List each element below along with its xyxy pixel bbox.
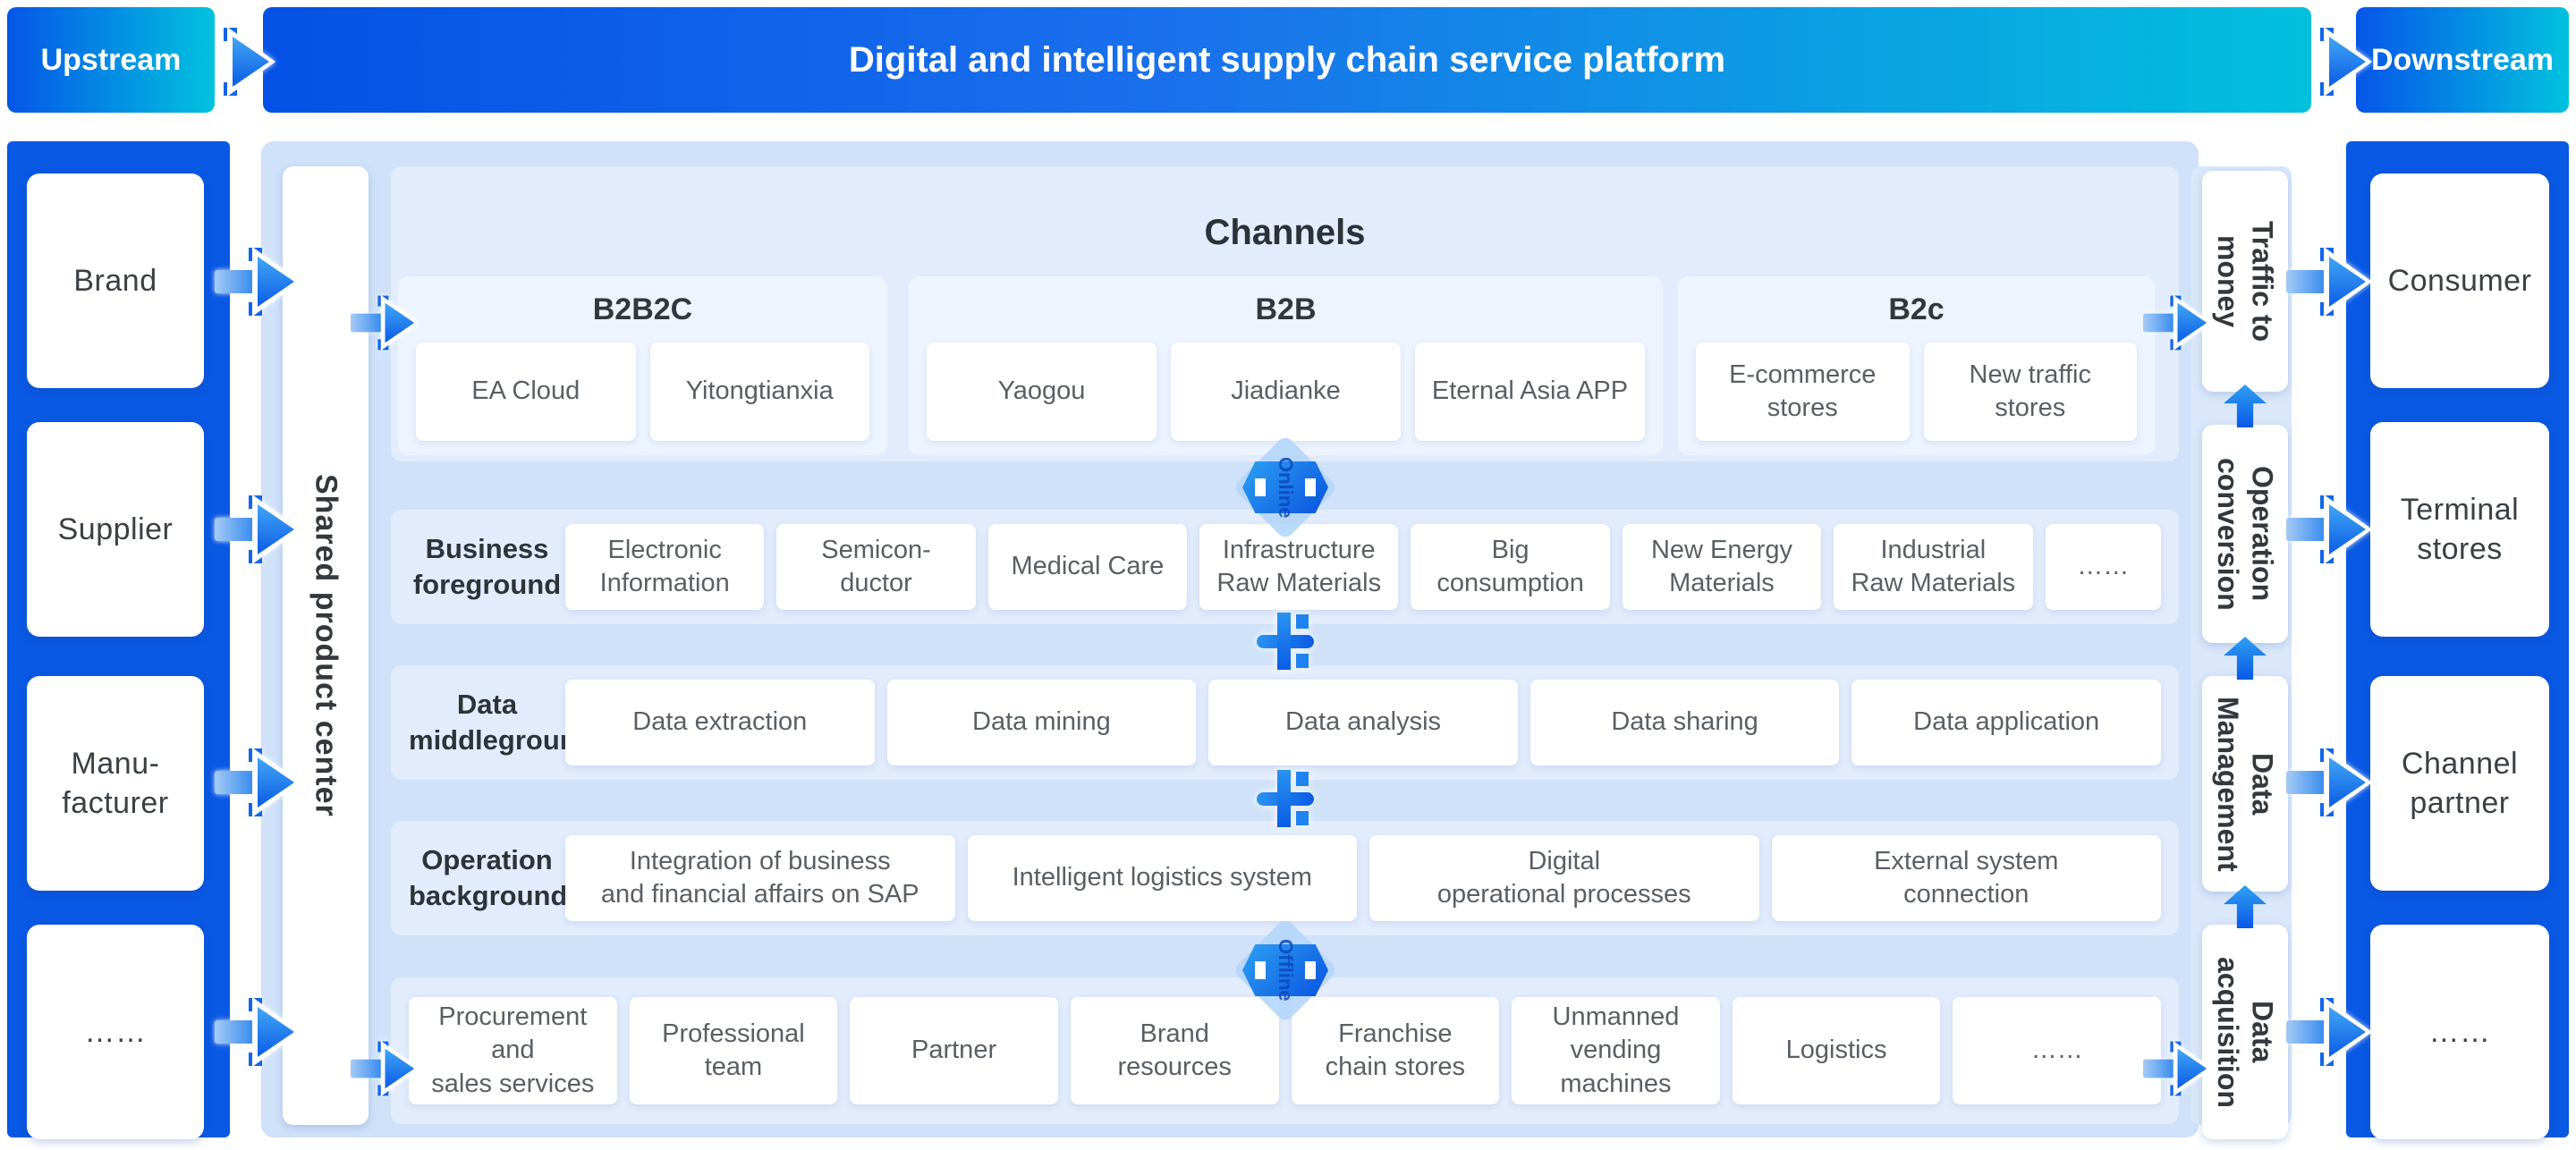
row-card-more: …… xyxy=(1953,997,2161,1104)
row-card: Logistics xyxy=(1732,997,1941,1104)
bar-data-acquisition: Data acquisition xyxy=(2202,925,2288,1139)
channels-title: Channels xyxy=(1204,213,1366,252)
group-label: B2B xyxy=(1255,292,1317,326)
row-card: Integration of business and financial af… xyxy=(565,835,955,921)
plus-connector-icon xyxy=(1257,770,1314,827)
row-label: Data middleground xyxy=(409,688,594,756)
row-label: Operation background xyxy=(409,843,568,911)
channel-card: Yaogou xyxy=(927,342,1157,441)
row-card: Industrial Raw Materials xyxy=(1834,524,2033,610)
left-card-supplier: Supplier xyxy=(27,422,204,637)
arrow-right-icon xyxy=(190,27,275,97)
channel-group-b2b2c: B2B2C EA Cloud Yitongtianxia xyxy=(398,276,887,455)
row-card: Medical Care xyxy=(987,524,1188,610)
platform-title: Digital and intelligent supply chain ser… xyxy=(848,39,1726,80)
group-label: B2B2C xyxy=(592,292,693,326)
arrow-right-icon xyxy=(215,997,301,1067)
arrow-right-icon xyxy=(351,294,419,351)
offline-connector-icon: Offline xyxy=(1232,917,1339,1024)
left-card-manufacturer: Manu- facturer xyxy=(27,676,204,891)
row-card: Data extraction xyxy=(565,680,875,765)
arrow-right-icon xyxy=(215,748,301,817)
channel-group-b2b: B2B Yaogou Jiadianke Eternal Asia APP xyxy=(909,276,1663,455)
row-card: Unmanned vending machines xyxy=(1512,997,1720,1104)
row-card: Data mining xyxy=(886,680,1197,765)
bar-traffic-to-money: Traffic to money xyxy=(2202,171,2288,392)
arrow-right-icon xyxy=(2143,1040,2212,1097)
channel-card: Jiadianke xyxy=(1171,342,1401,441)
right-card-more: …… xyxy=(2370,925,2549,1139)
row-card: Professional team xyxy=(629,997,838,1104)
row-label: Business foreground xyxy=(412,532,562,600)
row-card: External system connection xyxy=(1771,835,2161,921)
channel-card: E-commerce stores xyxy=(1696,342,1910,441)
row-card: Data sharing xyxy=(1530,680,1840,765)
group-label: B2c xyxy=(1888,292,1945,326)
right-card-consumer: Consumer xyxy=(2370,173,2549,388)
channel-group-b2c: B2c E-commerce stores New traffic stores xyxy=(1678,276,2155,455)
row-data-middleground: Data middleground Data extraction Data m… xyxy=(391,665,2179,780)
online-connector-icon: Online xyxy=(1232,434,1339,541)
arrow-right-icon xyxy=(215,495,301,564)
row-card: Data analysis xyxy=(1208,680,1518,765)
row-card: Semicon- ductor xyxy=(776,524,976,610)
arrow-right-icon xyxy=(2286,748,2372,817)
arrow-right-icon xyxy=(2143,294,2212,351)
row-card: Big consumption xyxy=(1411,524,1610,610)
row-card: New Energy Materials xyxy=(1622,524,1822,610)
downstream-label: Downstream xyxy=(2370,42,2555,77)
row-card: Intelligent logistics system xyxy=(967,835,1357,921)
upstream-label: Upstream xyxy=(40,42,182,77)
shared-product-center-bar: Shared product center xyxy=(283,166,369,1125)
arrow-right-icon xyxy=(215,247,301,317)
channel-card: Eternal Asia APP xyxy=(1415,342,1645,441)
row-card: Electronic Information xyxy=(565,524,765,610)
row-card-more: …… xyxy=(2045,524,2162,610)
upstream-box: Upstream xyxy=(7,7,215,113)
channel-card: New traffic stores xyxy=(1923,342,2137,441)
right-card-terminal-stores: Terminal stores xyxy=(2370,422,2549,637)
bar-data-management: Data Management xyxy=(2202,676,2288,892)
row-card: Partner xyxy=(850,997,1058,1104)
left-card-more: …… xyxy=(27,925,204,1139)
right-card-channel-partner: Channel partner xyxy=(2370,676,2549,891)
platform-banner: Digital and intelligent supply chain ser… xyxy=(263,7,2311,113)
shared-product-center-label: Shared product center xyxy=(309,474,343,817)
row-card: Data application xyxy=(1852,680,2161,765)
row-business-foreground: Business foreground Electronic Informati… xyxy=(391,510,2179,624)
row-card: Franchise chain stores xyxy=(1291,997,1500,1104)
arrow-right-icon xyxy=(2286,997,2372,1067)
channel-card: EA Cloud xyxy=(416,342,636,441)
arrow-right-icon xyxy=(2286,27,2372,97)
plus-connector-icon xyxy=(1257,613,1314,670)
arrow-right-icon xyxy=(351,1040,419,1097)
arrow-right-icon xyxy=(2286,247,2372,317)
left-card-brand: Brand xyxy=(27,173,204,388)
row-resources: Procurement and sales services Professio… xyxy=(391,977,2179,1124)
online-label: Online xyxy=(1275,456,1297,519)
downstream-box: Downstream xyxy=(2356,7,2569,113)
row-card: Infrastructure Raw Materials xyxy=(1199,524,1399,610)
arrow-right-icon xyxy=(2286,495,2372,564)
row-card: Digital operational processes xyxy=(1369,835,1759,921)
offline-label: Offline xyxy=(1275,939,1297,1002)
channels-panel: Channels B2B2C EA Cloud Yitongtianxia B2… xyxy=(391,166,2179,461)
row-card: Procurement and sales services xyxy=(409,997,617,1104)
channel-card: Yitongtianxia xyxy=(649,342,869,441)
row-operation-background: Operation background Integration of busi… xyxy=(391,821,2179,935)
row-card: Brand resources xyxy=(1070,997,1279,1104)
bar-operation-conversion: Operation conversion xyxy=(2202,425,2288,643)
